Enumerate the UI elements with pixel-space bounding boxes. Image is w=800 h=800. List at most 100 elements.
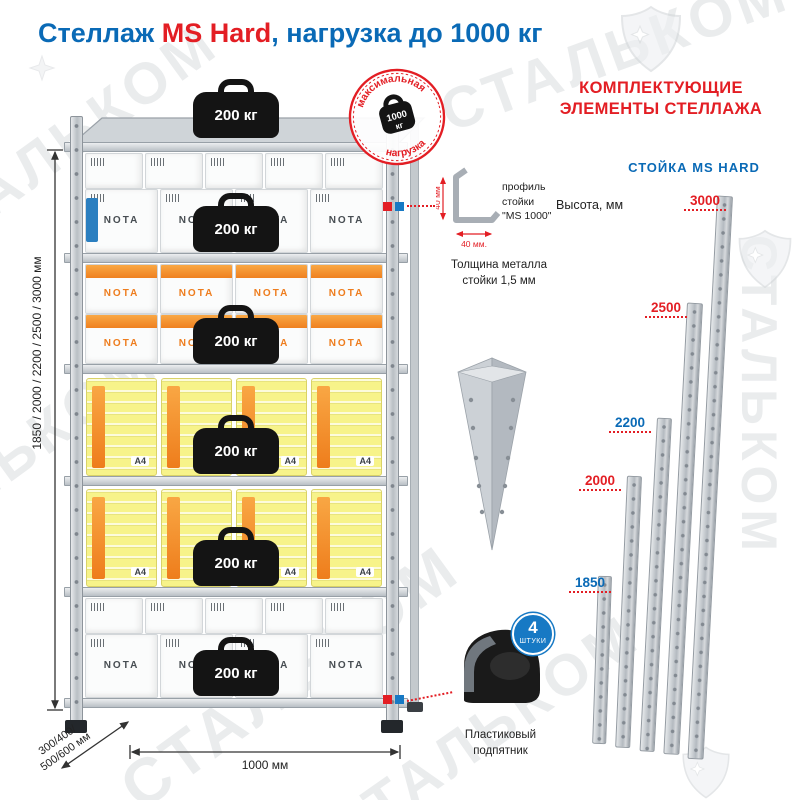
profile-dim-h-text: 40 мм. (461, 239, 487, 249)
profile-label: профиль стойки "MS 1000" (502, 180, 551, 224)
sparkle-icon (28, 54, 56, 82)
shelf-contents-level-1: NOTA NOTA NOTA NOTA (84, 152, 384, 253)
weight-label: 200 кг (214, 106, 258, 124)
rack-post-left (70, 116, 83, 722)
storage-box-orange: NOTA (85, 314, 158, 364)
paper-size-label: A4 (281, 456, 299, 466)
thickness-note: Толщина металла стойки 1,5 мм (424, 258, 574, 289)
height-dimension-line (47, 149, 63, 711)
dotted-connector (407, 205, 435, 207)
box-brand-label: NOTA (328, 659, 365, 671)
height-units-label: Высота, мм (556, 198, 624, 212)
bracket-right-face (491, 357, 527, 551)
bundle-label-strip (92, 386, 105, 468)
box-brand-label: NOTA (103, 288, 140, 300)
paper-bundle: A4 (311, 489, 382, 587)
profile-dim-v-text: 40 мм (436, 186, 442, 210)
paper-size-label: A4 (281, 567, 299, 577)
storage-box: NOTA (85, 634, 158, 698)
foot-label-line1: Пластиковый (464, 729, 537, 741)
paper-size-label: A4 (356, 567, 374, 577)
post-height-label-1850: 1850 (569, 575, 611, 593)
orange-band (86, 265, 157, 278)
sparkle-icon (630, 24, 650, 45)
bundle-label-strip (317, 386, 330, 468)
corner-bracket-drawing (457, 357, 527, 551)
title-prefix: Стеллаж (38, 18, 162, 48)
plastic-foot-label: Пластиковый подпятник (428, 728, 573, 759)
paper-bundle: A4 (311, 378, 382, 476)
blue-marker (395, 695, 404, 704)
depth-dimension-line (60, 721, 130, 769)
storage-box (205, 153, 263, 189)
rack-foot-back (407, 702, 423, 712)
bundle-label-strip (92, 497, 105, 579)
barcode (151, 158, 166, 166)
barcode (166, 194, 181, 202)
weight-badge: 200 кг (193, 650, 279, 696)
barcode (91, 158, 106, 166)
post-profile-drawing: 40 мм 40 мм. (436, 167, 500, 249)
thickness-line2: стойки 1,5 мм (462, 274, 536, 287)
foot-metal-insert (464, 636, 496, 692)
storage-box-orange: NOTA (310, 264, 383, 314)
storage-box (205, 598, 263, 634)
height-dimension-text: 1850 / 2000 / 2200 / 2500 / 3000 мм (30, 256, 44, 450)
weight-badge: 200 кг (193, 206, 279, 252)
bundle-label-strip (167, 386, 180, 468)
quantity-badge: 4 штуки (512, 613, 554, 655)
storage-box: NOTA (310, 189, 383, 253)
profile-cross-section (453, 167, 500, 223)
storage-box-orange: NOTA (160, 264, 233, 314)
box-brand-label: NOTA (328, 214, 365, 226)
post-height-label-2000: 2000 (579, 473, 621, 491)
weight-label: 200 кг (214, 220, 258, 238)
profile-label-line1: профиль (502, 181, 546, 193)
width-dimension-text: 1000 мм (241, 758, 289, 772)
weight-badge: 200 кг (193, 318, 279, 364)
storage-box (265, 598, 323, 634)
shelf-beam (64, 587, 408, 597)
barcode (166, 639, 181, 647)
box-brand-label: NOTA (328, 288, 365, 300)
barcode (91, 639, 106, 647)
box-row (84, 153, 384, 189)
bracket-left-face (457, 357, 493, 551)
barcode (331, 158, 346, 166)
orange-band (311, 265, 382, 278)
shelf-beam (64, 698, 408, 708)
barcode (211, 158, 226, 166)
rack-foot (381, 720, 403, 733)
bundle-label-strip (317, 497, 330, 579)
profile-label-line2: стойки (502, 195, 535, 208)
title-highlight: MS Hard (161, 18, 272, 48)
weight-label: 200 кг (214, 332, 258, 350)
box-brand-label: NOTA (103, 214, 140, 226)
weight-label: 200 кг (214, 664, 258, 682)
box-brand-label: NOTA (103, 338, 140, 350)
storage-box (145, 598, 203, 634)
paper-bundle: A4 (86, 378, 157, 476)
sparkle-watermark (28, 54, 56, 82)
stamp-weight-handle (383, 94, 404, 108)
storage-box (265, 153, 323, 189)
red-marker (383, 695, 392, 704)
storage-box (85, 598, 143, 634)
paper-size-label: A4 (356, 456, 374, 466)
post-height-label-2500: 2500 (645, 300, 687, 318)
orange-band (311, 315, 382, 328)
blue-marker (395, 202, 404, 211)
storage-box-orange: NOTA (85, 264, 158, 314)
width-dimension-line (129, 745, 401, 759)
barcode (91, 194, 106, 202)
bracket-top-fold (457, 365, 527, 383)
weight-badge: 200 кг (193, 428, 279, 474)
shield-shape (620, 5, 682, 73)
storage-box (325, 598, 383, 634)
barcode (271, 158, 286, 166)
blue-folder (86, 198, 98, 242)
box-row (84, 598, 384, 634)
bundle-label-strip (167, 497, 180, 579)
components-header-line1: КОМПЛЕКТУЮЩИЕ (579, 79, 743, 97)
